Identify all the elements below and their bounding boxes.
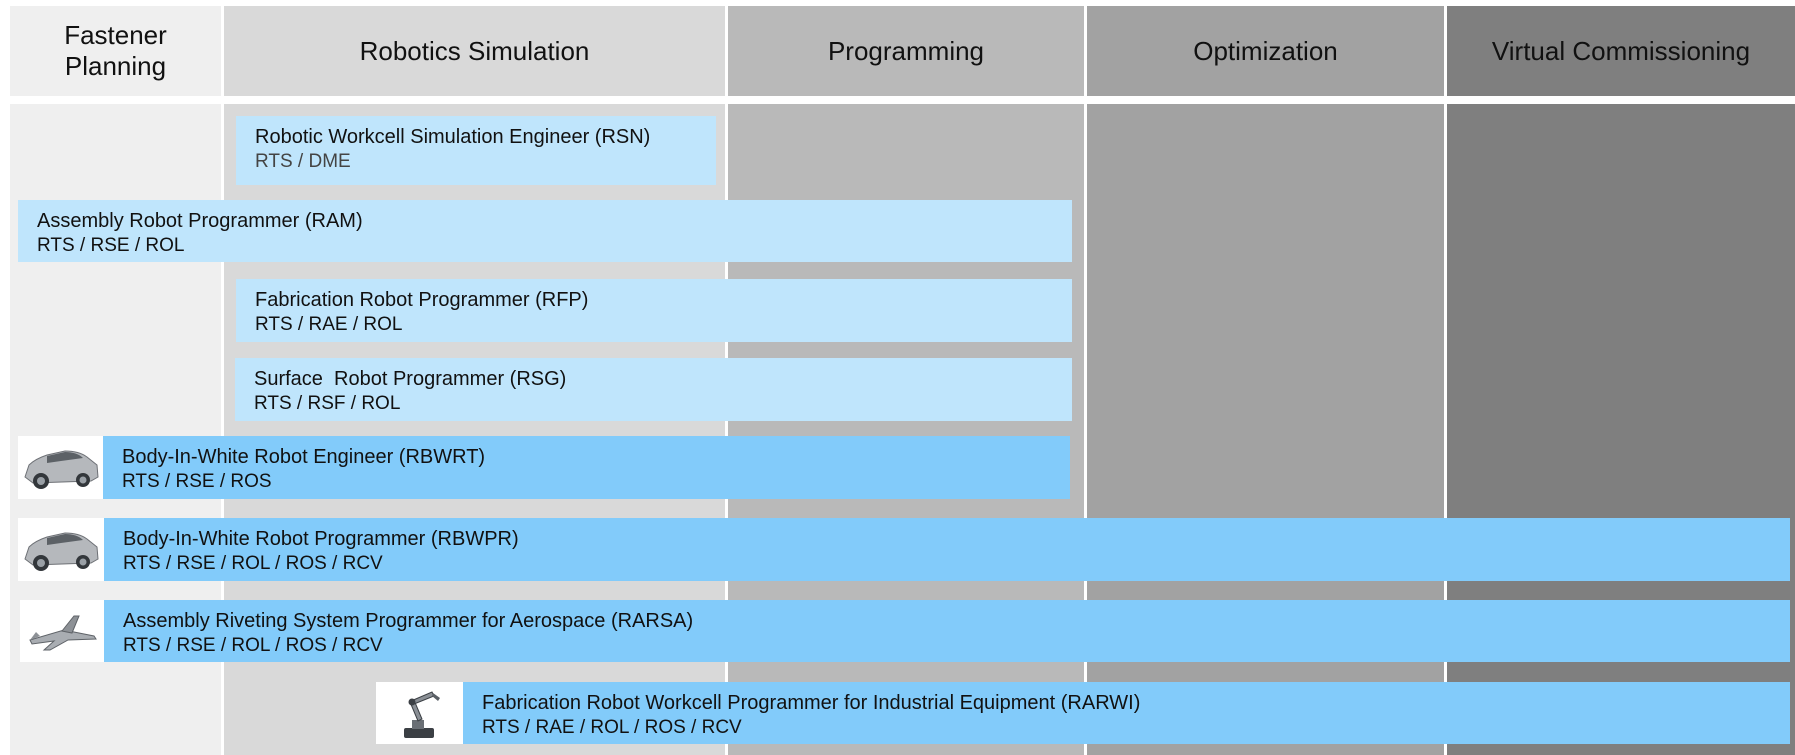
role-products: RTS / RAE / ROL bbox=[255, 314, 403, 335]
role-rarwi: Fabrication Robot Workcell Programmer fo… bbox=[463, 682, 1790, 744]
column-header-label: Robotics Simulation bbox=[359, 35, 590, 66]
role-rsn: Robotic Workcell Simulation Engineer (RS… bbox=[236, 116, 716, 185]
role-products: RTS / RSE / ROS bbox=[122, 471, 272, 492]
column-header-label: Virtual Commissioning bbox=[1491, 35, 1751, 66]
role-products: RTS / DME bbox=[255, 151, 351, 172]
column-header-optimization: Optimization bbox=[1087, 6, 1444, 96]
column-header-robotics-simulation: Robotics Simulation bbox=[224, 6, 725, 96]
column-header-fastener-planning: Fastener Planning bbox=[10, 6, 221, 96]
role-rbwpr: Body-In-White Robot Programmer (RBWPR) R… bbox=[104, 518, 1790, 581]
role-products: RTS / RSF / ROL bbox=[254, 393, 401, 414]
car-icon bbox=[18, 436, 103, 499]
role-products: RTS / RSE / ROL bbox=[37, 235, 185, 256]
role-rbwrt: Body-In-White Robot Engineer (RBWRT) RTS… bbox=[103, 436, 1070, 499]
role-title: Body-In-White Robot Programmer (RBWPR) bbox=[123, 528, 519, 550]
role-rsg: Surface Robot Programmer (RSG) RTS / RSF… bbox=[235, 358, 1072, 421]
role-products: RTS / RSE / ROL / ROS / RCV bbox=[123, 635, 383, 656]
role-title: Assembly Riveting System Programmer for … bbox=[123, 610, 694, 632]
role-title: Robotic Workcell Simulation Engineer (RS… bbox=[255, 126, 651, 148]
role-title: Assembly Robot Programmer (RAM) bbox=[37, 210, 363, 232]
role-products: RTS / RAE / ROL / ROS / RCV bbox=[482, 717, 742, 738]
role-title: Fabrication Robot Programmer (RFP) bbox=[255, 289, 589, 311]
column-header-label: Fastener Planning bbox=[64, 20, 167, 81]
role-ram: Assembly Robot Programmer (RAM) RTS / RS… bbox=[18, 200, 1072, 262]
column-header-label: Optimization bbox=[1193, 35, 1338, 66]
role-title: Surface Robot Programmer (RSG) bbox=[254, 368, 567, 390]
car-icon bbox=[18, 518, 104, 581]
role-title: Body-In-White Robot Engineer (RBWRT) bbox=[122, 446, 486, 468]
column-header-virtual-commissioning: Virtual Commissioning bbox=[1447, 6, 1795, 96]
role-rfp: Fabrication Robot Programmer (RFP) RTS /… bbox=[236, 279, 1072, 342]
jet-icon bbox=[20, 600, 104, 662]
role-products: RTS / RSE / ROL / ROS / RCV bbox=[123, 553, 383, 574]
column-header-programming: Programming bbox=[728, 6, 1084, 96]
column-header-label: Programming bbox=[827, 35, 985, 66]
robot-arm-icon bbox=[376, 682, 463, 744]
role-title: Fabrication Robot Workcell Programmer fo… bbox=[482, 692, 1141, 714]
role-rarsa: Assembly Riveting System Programmer for … bbox=[104, 600, 1790, 662]
